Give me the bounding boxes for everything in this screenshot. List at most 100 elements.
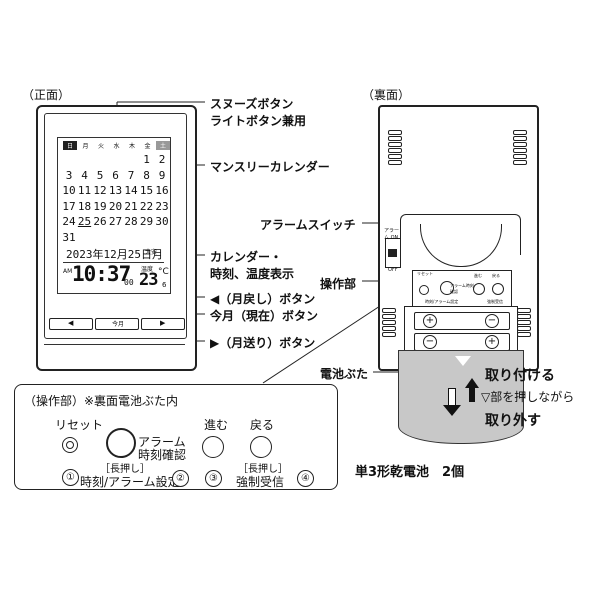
calendar-day: 16 — [155, 184, 169, 197]
weekday-cell: 火 — [97, 143, 104, 150]
back-alarm-button[interactable] — [440, 281, 454, 295]
forward-button[interactable] — [202, 436, 224, 458]
reset-label: リセット — [55, 418, 104, 432]
snooze-callout: スヌーズボタン — [210, 97, 294, 111]
temp-readout: 23 — [139, 270, 159, 290]
calendar-day: 9 — [158, 168, 166, 182]
temp-decimal: 6 — [162, 281, 167, 289]
calendar-day: 15 — [139, 184, 154, 197]
this-month-button[interactable]: 今月 — [95, 318, 139, 330]
calendar-day: 3 — [65, 168, 73, 182]
weekday-row: 日月火水木金土 — [63, 141, 173, 153]
calendar-day: 5 — [96, 168, 104, 182]
attach-callout: 取り付ける — [485, 368, 555, 384]
calendar-day: 22 — [139, 199, 154, 213]
vent-slot — [513, 148, 527, 153]
calendar-day: 26 — [93, 215, 107, 228]
hanger-plate — [400, 214, 521, 255]
vent-slot — [513, 154, 527, 159]
monthly-calendar-callout: マンスリーカレンダー — [210, 160, 330, 174]
arrow-up-shaft — [469, 388, 475, 402]
calendar-day: 27 — [108, 215, 123, 228]
temp-unit: °C — [158, 267, 169, 277]
arrow-down-icon — [443, 405, 461, 416]
calendar-day: 29 — [139, 215, 154, 228]
battery-plus-icon: + — [485, 335, 499, 349]
num-2-badge: ② — [172, 470, 189, 487]
control-section-callout: 操作部 — [320, 277, 357, 291]
control-detail-title: （操作部）※裏面電池ぶた内 — [24, 394, 179, 408]
back-heading: （裏面） — [362, 88, 411, 102]
weekday-cell: 日 — [63, 141, 77, 150]
back-panel-back-label: 戻る — [492, 273, 500, 278]
calendar-day: 23 — [155, 199, 169, 213]
cover-press-mark-icon — [455, 356, 471, 366]
alarm-switch-off-label: OFF — [388, 267, 398, 273]
triangle-right-icon: ▶ — [160, 319, 166, 327]
back-reset-button[interactable] — [419, 285, 429, 295]
battery-plus-icon: + — [423, 314, 437, 328]
front-clock-base — [44, 344, 185, 345]
calendar-day: 31 — [62, 230, 76, 244]
back-panel-force-label: 強制受信 — [487, 299, 503, 304]
calendar-day: 4 — [81, 168, 88, 182]
calendar-day: 28 — [124, 215, 138, 228]
vent-slot — [513, 136, 527, 141]
alarm-check-button[interactable] — [106, 428, 136, 458]
calendar-day: 2 — [158, 153, 166, 166]
long-press2-label: ［長押し］ — [238, 464, 288, 475]
alarm-switch-knob — [388, 249, 397, 257]
back-control-panel — [412, 270, 512, 312]
vent-slot — [382, 332, 396, 337]
vent-slot — [382, 320, 396, 325]
this-month-callout: 今月（現在）ボタン — [210, 309, 319, 323]
weekday-cell: 金 — [144, 143, 151, 150]
arrow-up-icon — [465, 378, 479, 388]
vent-slot — [513, 130, 527, 135]
seconds-readout: 00 — [124, 278, 134, 287]
calendar-day: 10 — [62, 184, 76, 197]
lcd-screen — [57, 137, 171, 294]
reset-button-core — [66, 441, 74, 449]
num-1-badge: ① — [62, 469, 79, 486]
battery-compartment — [404, 306, 518, 354]
vent-slot — [388, 160, 402, 165]
prev-month-button[interactable]: ◀ — [49, 318, 93, 330]
num-3-badge: ③ — [205, 470, 222, 487]
reset-button[interactable] — [62, 437, 78, 453]
alarm-switch-on-label: アラーム ON — [384, 228, 400, 241]
vent-slot — [517, 314, 531, 319]
vent-slot — [388, 148, 402, 153]
triangle-left-icon: ◀ — [68, 319, 74, 327]
next-month-callout: ▶（月送り）ボタン — [210, 336, 316, 350]
calendar-day: 7 — [127, 168, 135, 182]
back-label: 戻る — [250, 418, 275, 432]
back-forward-button[interactable] — [473, 283, 485, 295]
alarm-switch[interactable] — [385, 238, 401, 268]
vent-slot — [513, 160, 527, 165]
front-clock-bezel — [44, 113, 187, 339]
next-month-button[interactable]: ▶ — [141, 318, 185, 330]
battery-minus-icon: − — [485, 314, 499, 328]
battery-1: + − — [414, 312, 510, 330]
vent-slot — [513, 142, 527, 147]
battery-minus-icon: − — [423, 335, 437, 349]
back-panel-reset-label: リセット — [417, 271, 433, 276]
back-button[interactable] — [250, 436, 272, 458]
battery-2: − + — [414, 333, 510, 351]
forced-receive-label: 強制受信 — [236, 475, 285, 489]
num-4-badge: ④ — [297, 470, 314, 487]
forward-label: 進む — [204, 418, 229, 432]
calendar-day: 19 — [93, 199, 107, 213]
calendar-day: 11 — [77, 184, 92, 197]
back-back-button[interactable] — [492, 283, 504, 295]
back-panel-forward-label: 進む — [474, 273, 482, 278]
vent-slot — [388, 130, 402, 135]
vent-slot — [388, 154, 402, 159]
light-callout: ライトボタン兼用 — [210, 114, 307, 128]
back-panel-alarm-label: アラーム時刻確認 — [450, 283, 474, 294]
temp-label: 温度 — [141, 266, 154, 273]
vent-slot — [388, 142, 402, 147]
calendar-day: 18 — [77, 199, 92, 213]
